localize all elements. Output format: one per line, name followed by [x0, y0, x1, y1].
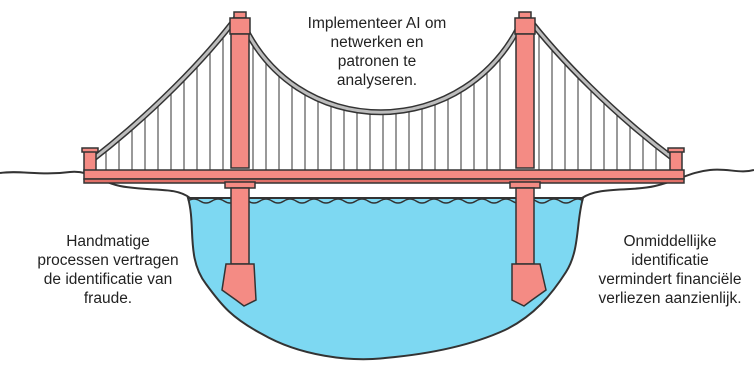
end-post-right: [667, 147, 685, 173]
water-basin: [186, 197, 585, 361]
tower-right: [509, 11, 547, 307]
tower-left: [221, 11, 257, 307]
caption-left: Handmatige processen vertragen de identi…: [37, 233, 179, 307]
bridge-deck: [83, 169, 685, 184]
caption-center: Implementeer AI om netwerken en patronen…: [307, 15, 447, 89]
end-post-left: [81, 147, 99, 173]
hanger-cables: [105, 31, 657, 170]
main-cables: [90, 12, 677, 163]
caption-right: Onmiddellijke identificatie vermindert f…: [598, 233, 742, 307]
